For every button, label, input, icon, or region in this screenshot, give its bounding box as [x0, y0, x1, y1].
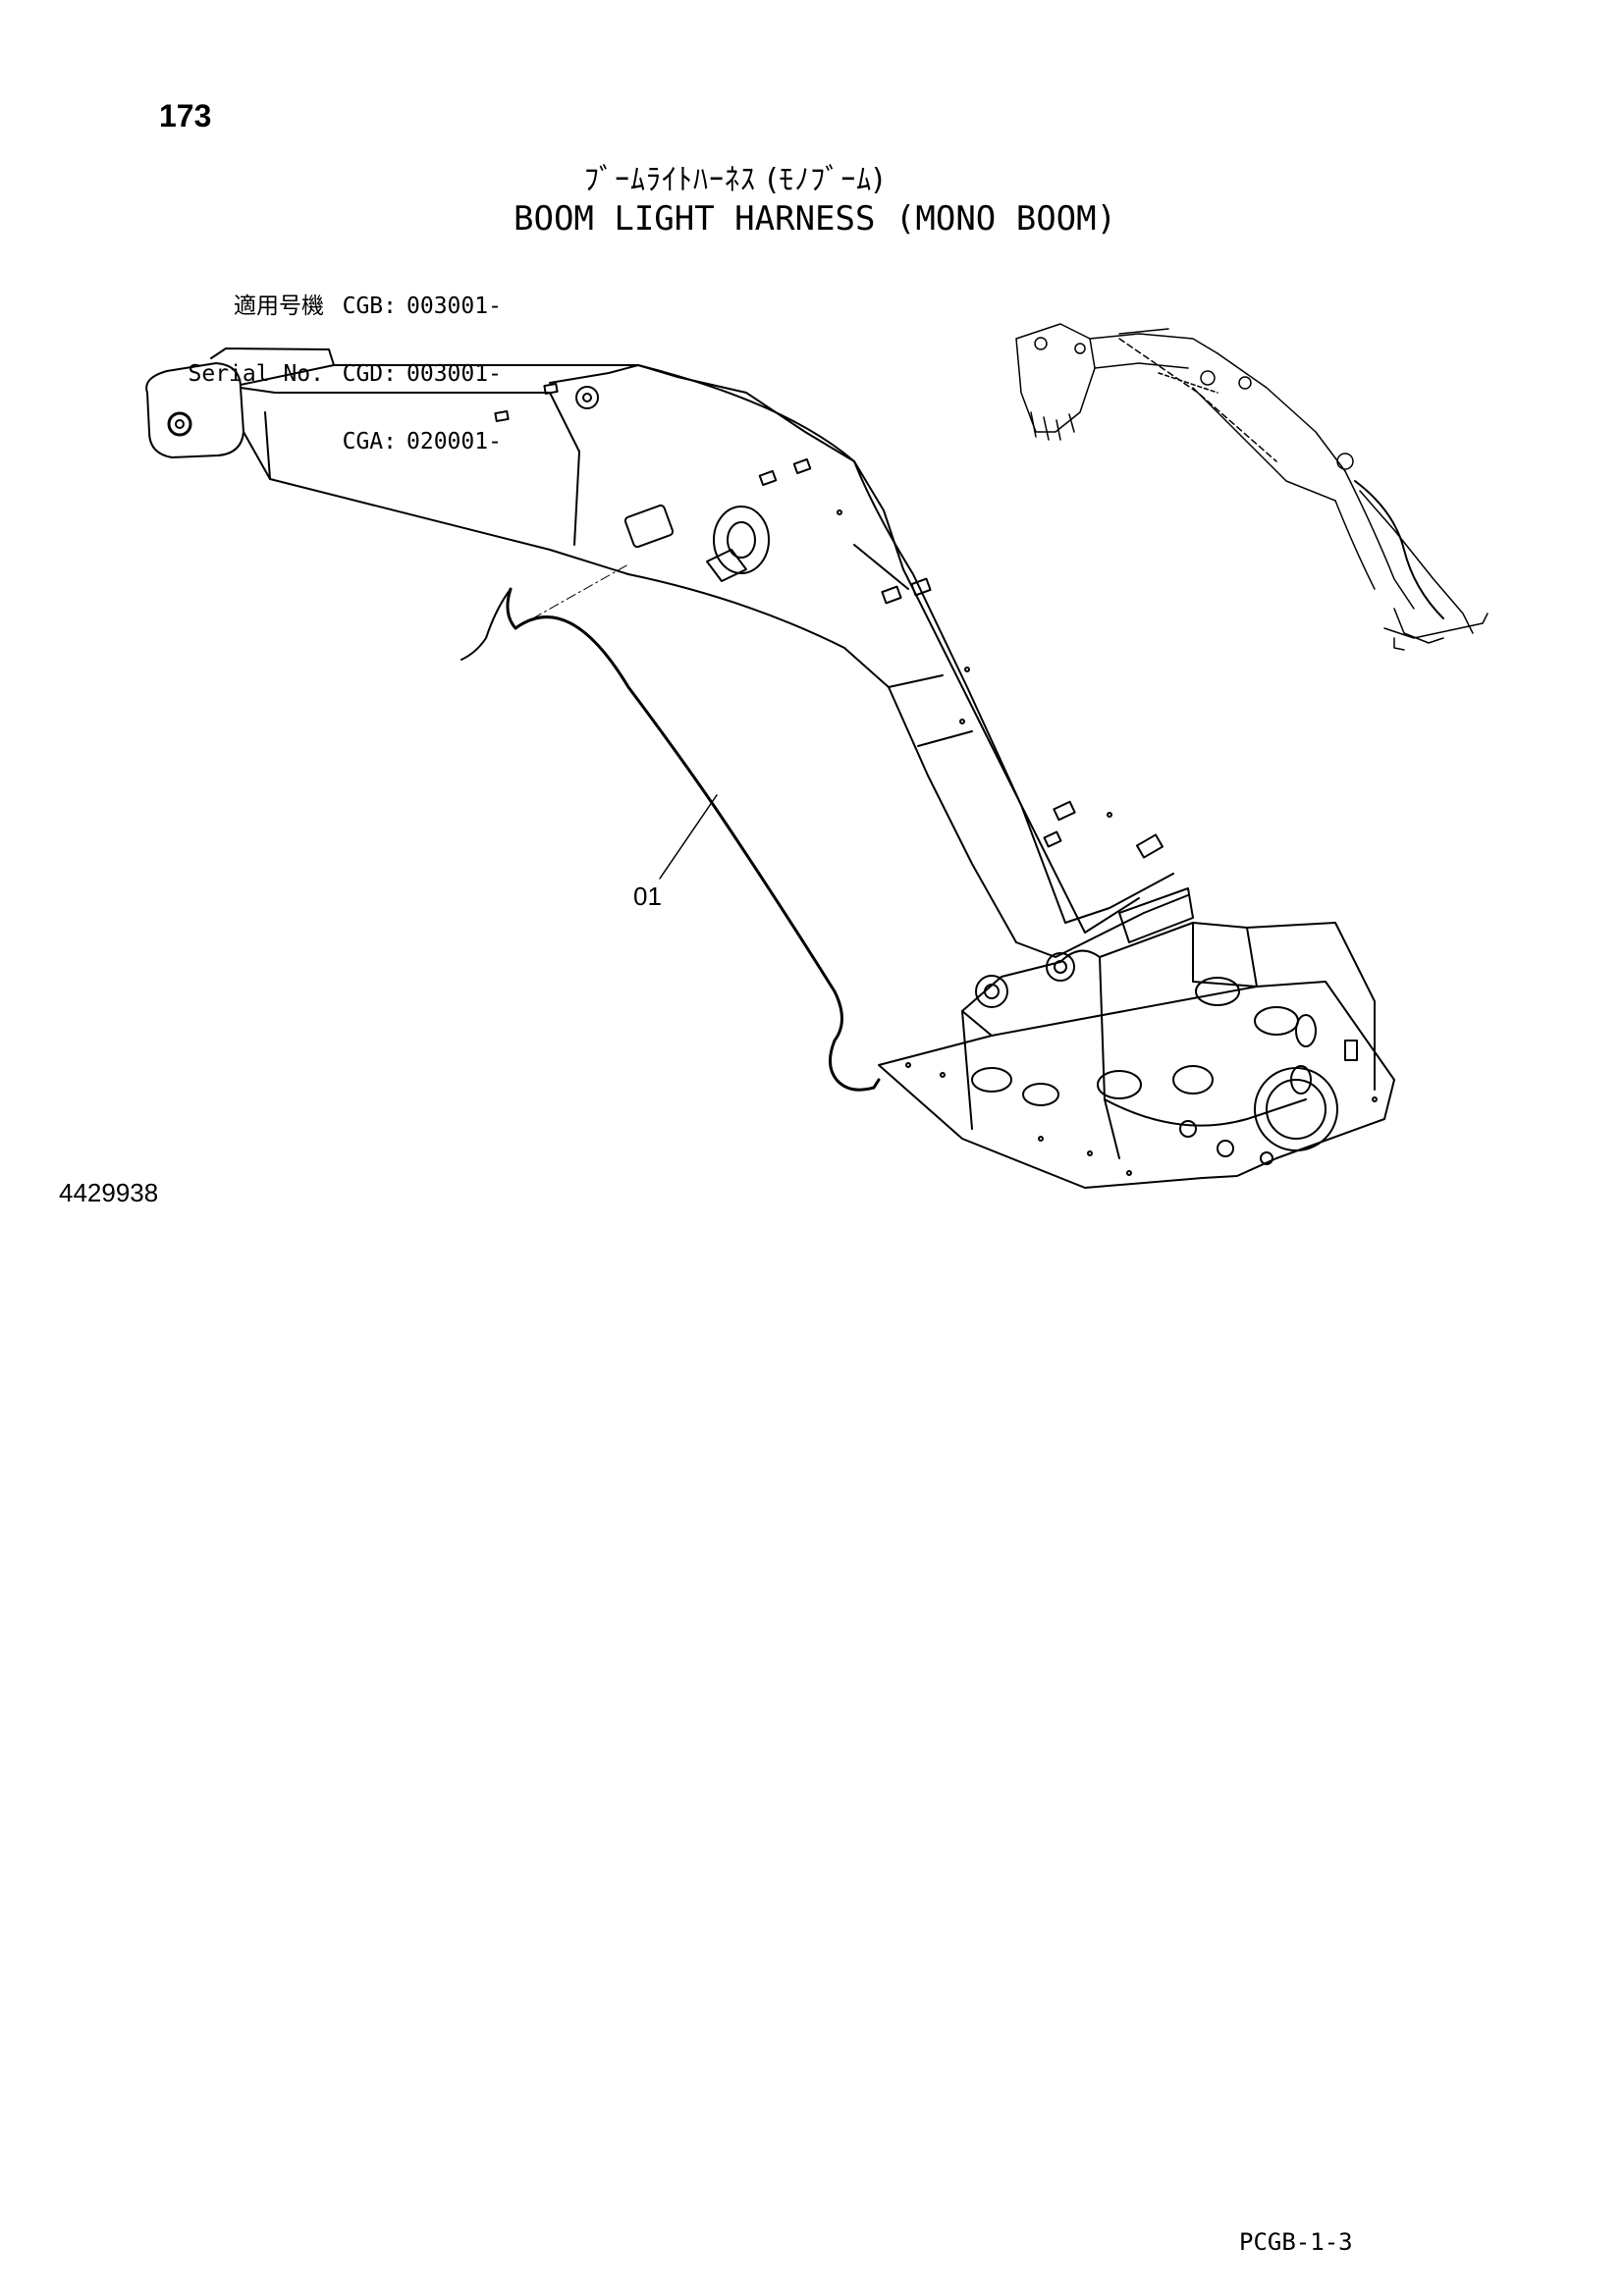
boom-base-frame	[878, 922, 1395, 1189]
serial-label-jp: 適用号機	[234, 294, 324, 319]
excavator-front-inset-icon	[1015, 323, 1489, 651]
serial-value: 003001-	[406, 361, 502, 387]
serial-label-en: Serial No.	[188, 361, 324, 387]
part-callout-label: 01	[633, 881, 662, 911]
title-english: BOOM LIGHT HARNESS (MONO BOOM)	[514, 199, 1117, 239]
page-number: 173	[159, 98, 212, 133]
serial-value: 020001-	[406, 429, 502, 454]
drawing-number: 4429938	[59, 1178, 159, 1207]
part-leader-line	[659, 794, 718, 880]
serial-code: CGD:	[342, 361, 397, 387]
wire-harness-line	[460, 587, 881, 1092]
serial-code: CGB:	[342, 294, 397, 319]
title-japanese: ﾌﾞｰﾑﾗｲﾄﾊｰﾈｽ (ﾓﾉﾌﾞｰﾑ)	[584, 163, 885, 197]
serial-code: CGA:	[342, 429, 397, 454]
boom-body	[145, 347, 1194, 958]
page-code: PCGB-1-3	[1239, 2228, 1353, 2256]
centerline	[514, 563, 629, 629]
serial-row: 適用号機 CGB: 003001-	[147, 295, 502, 318]
serial-row: Serial No. CGD: 003001-	[147, 363, 502, 386]
serial-number-block: 適用号機 CGB: 003001- Serial No. CGD: 003001…	[147, 250, 502, 476]
serial-row: CGA: 020001-	[147, 431, 502, 454]
serial-value: 003001-	[406, 294, 502, 319]
